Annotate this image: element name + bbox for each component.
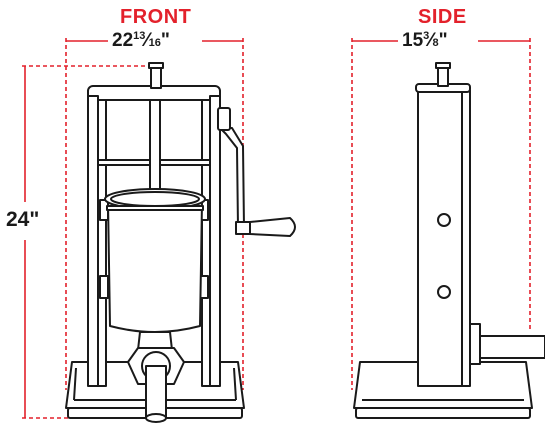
front-cylinder-rim-inner [110, 191, 200, 207]
side-nozzle [479, 335, 545, 359]
front-top-knob [150, 65, 162, 89]
front-nozzle-tube [145, 365, 167, 419]
front-base-inner-left [73, 367, 77, 401]
side-base-foot [355, 407, 531, 419]
front-right-post [201, 99, 211, 387]
front-right-post-outer [209, 95, 221, 387]
side-hole-lower [437, 285, 451, 299]
front-height-dimension: 24" [2, 208, 44, 232]
front-width-dimension: 2213⁄16" [108, 30, 174, 52]
front-left-post-inner [97, 99, 107, 387]
front-view-title: FRONT [120, 6, 192, 28]
side-width-whole: 15 [402, 30, 424, 51]
front-gearbox [217, 107, 231, 131]
front-height-unit: " [29, 208, 40, 231]
front-width-unit: " [160, 30, 170, 51]
front-width-numerator: 13 [133, 30, 146, 42]
front-crank-arm [219, 127, 245, 229]
side-outlet-block [469, 323, 481, 365]
front-width-denominator: 16 [148, 37, 161, 49]
front-left-post [87, 95, 99, 387]
side-hole-upper [437, 213, 451, 227]
front-cylinder-band [106, 205, 204, 211]
front-nozzle-tip [145, 413, 167, 423]
side-column [417, 85, 469, 387]
front-crank-shaft [235, 221, 251, 235]
front-height-whole: 24 [6, 208, 30, 231]
side-column-edge [461, 89, 471, 387]
side-width-unit: " [438, 30, 448, 51]
side-width-numerator: 3 [423, 30, 430, 42]
side-view [353, 62, 545, 419]
front-cylinder-body [107, 201, 203, 333]
side-view-title: SIDE [418, 6, 467, 28]
front-view [65, 62, 296, 423]
front-piston-rod [149, 99, 161, 196]
side-top-knob-cap [435, 62, 451, 69]
front-width-whole: 22 [112, 30, 134, 51]
side-width-denominator: 8 [432, 37, 439, 49]
front-base-inner-right [233, 367, 237, 401]
side-width-dimension: 153⁄8" [398, 30, 452, 52]
front-top-knob-cap [148, 62, 164, 69]
front-crank-handle [249, 217, 296, 237]
front-clip-left-bottom [99, 275, 109, 299]
